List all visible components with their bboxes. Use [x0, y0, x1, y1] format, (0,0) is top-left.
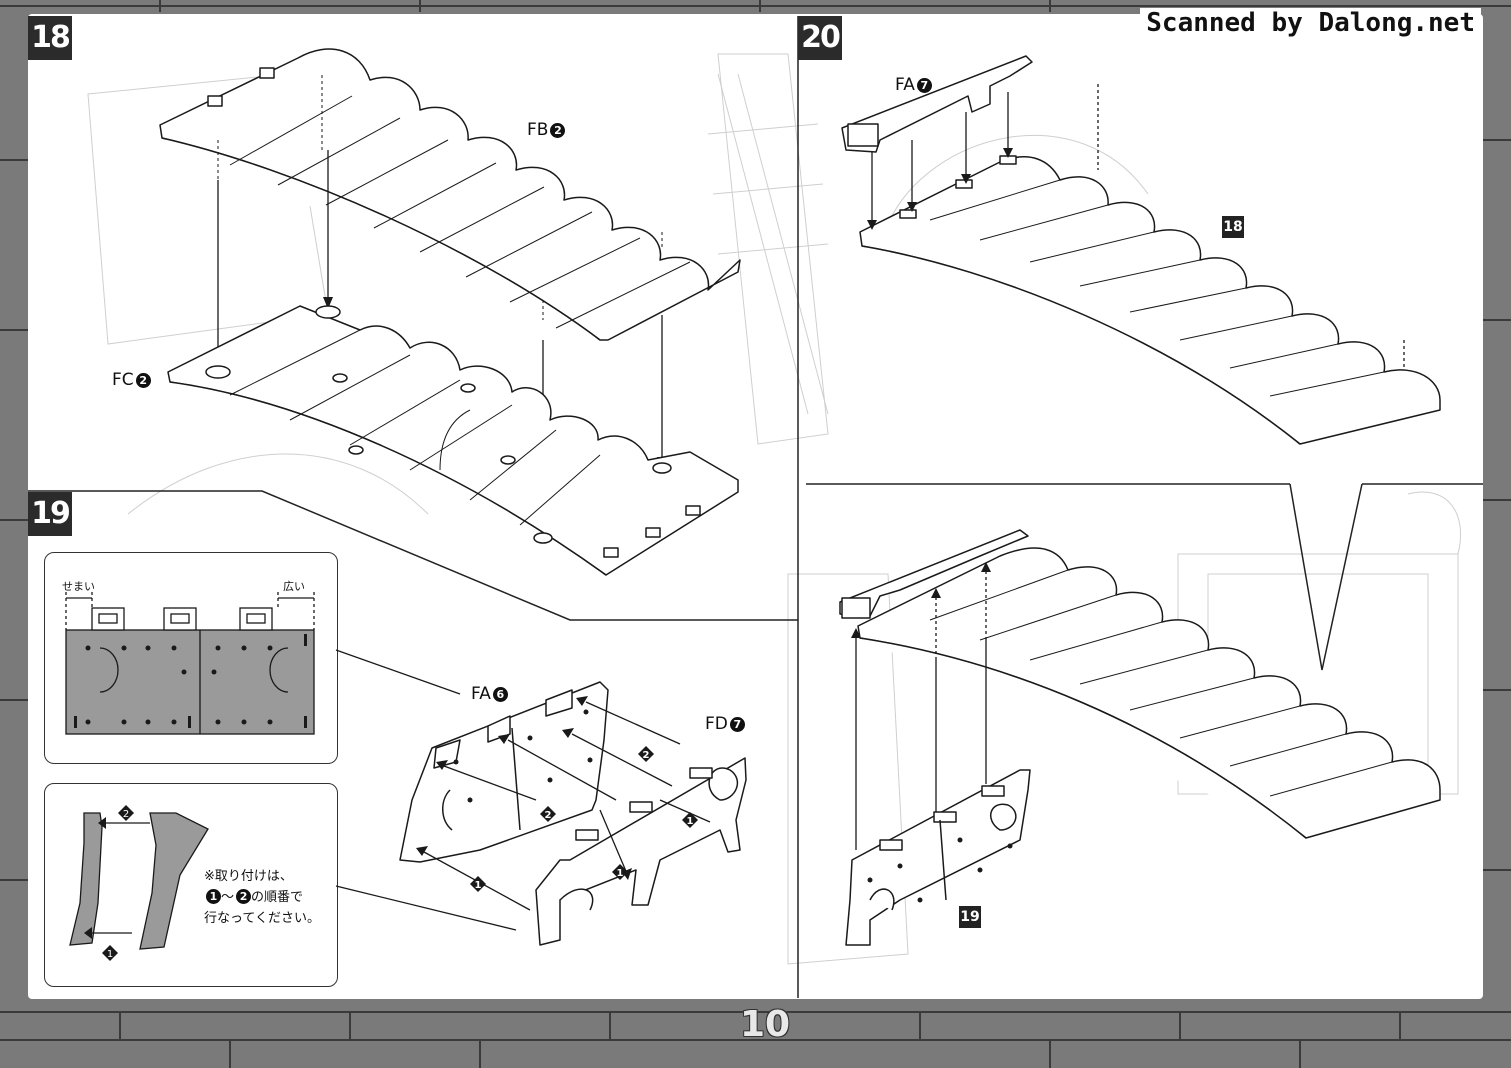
- step-ref-19: 19: [959, 906, 981, 928]
- spacing-diagram: [65, 592, 315, 735]
- step-badge-18: 18: [28, 16, 72, 60]
- svg-text:1: 1: [475, 880, 482, 891]
- page-number: 10: [739, 1004, 791, 1045]
- order-diagram: 2 1: [69, 805, 209, 961]
- scan-watermark: Scanned by Dalong.net: [1140, 8, 1481, 38]
- order-arrow-label-1: 1: [107, 949, 113, 960]
- step-badge-20: 20: [798, 16, 842, 60]
- wide-label: 広い: [283, 580, 305, 593]
- svg-text:1: 1: [617, 868, 624, 879]
- order-note-line3: 行なってください。: [204, 911, 320, 926]
- svg-text:2: 2: [545, 810, 552, 821]
- narrow-label: せまい: [62, 580, 95, 593]
- svg-text:2: 2: [643, 750, 650, 761]
- svg-text:1: 1: [687, 816, 694, 827]
- step-ref-18: 18: [1222, 216, 1244, 238]
- order-arrow-label-2: 2: [123, 809, 129, 820]
- step-badge-19: 19: [28, 492, 72, 536]
- order-note-line1: ※取り付けは、: [204, 869, 293, 884]
